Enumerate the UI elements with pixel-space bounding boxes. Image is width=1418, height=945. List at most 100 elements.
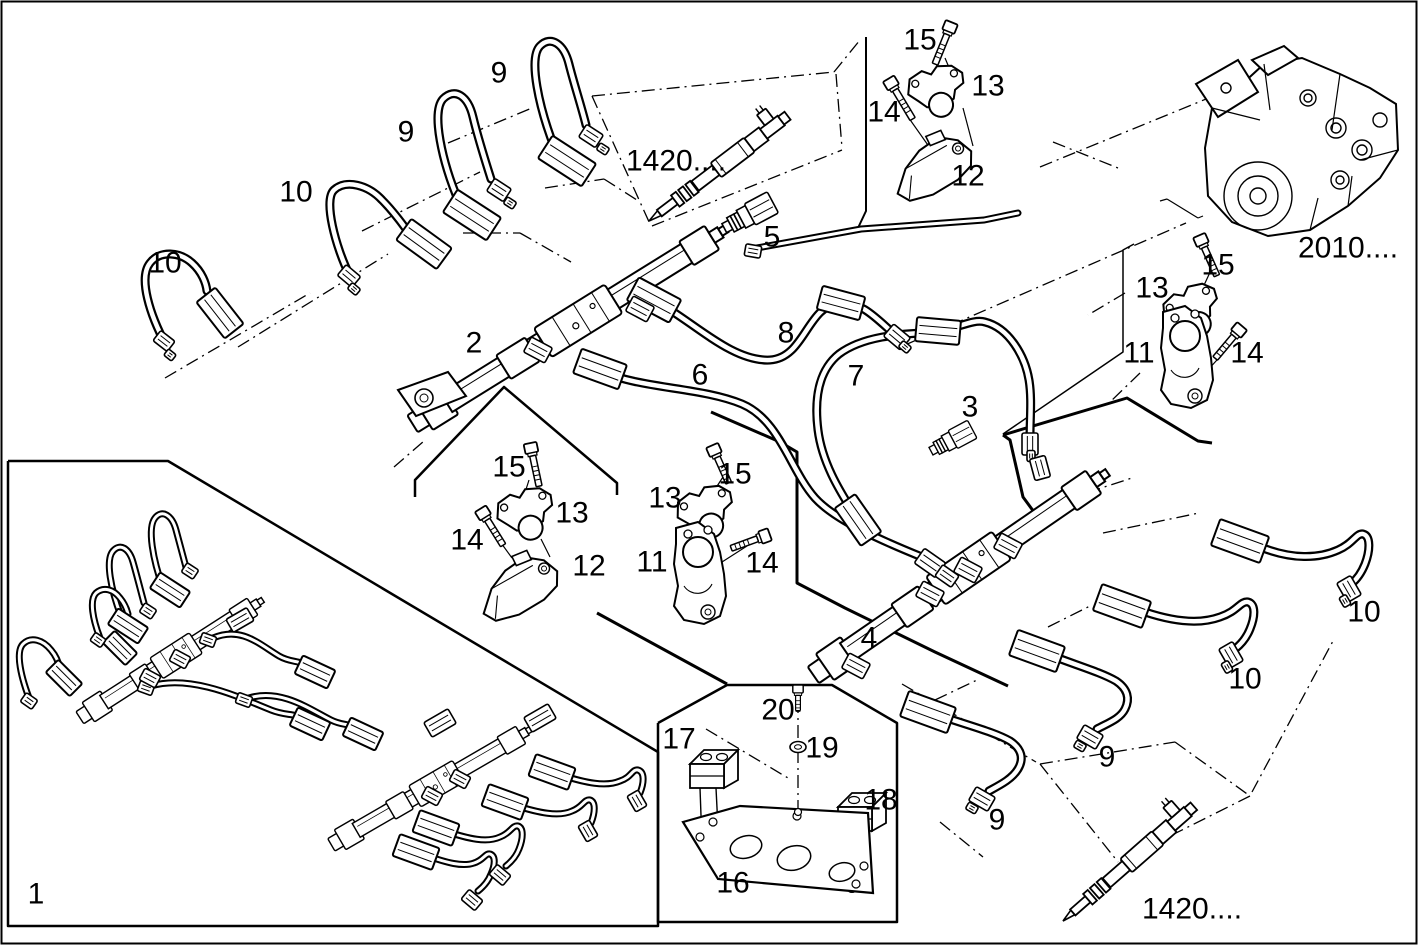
- part-callout[interactable]: 3: [962, 391, 979, 424]
- pipe-9-core: [1055, 655, 1130, 732]
- union-fitting: [816, 285, 866, 321]
- union-fitting: [596, 142, 610, 156]
- sensor-valve: [720, 191, 779, 234]
- section-boundary: [413, 385, 619, 497]
- part-callout[interactable]: 18: [864, 784, 897, 817]
- part-callout[interactable]: 15: [492, 451, 525, 484]
- union-fitting: [537, 135, 597, 187]
- part-callout[interactable]: 16: [716, 867, 749, 900]
- union-fitting: [965, 801, 979, 815]
- part-callout[interactable]: 14: [450, 524, 483, 557]
- kit-pipe-core: [443, 824, 524, 868]
- leader-line-dashdot: [939, 821, 984, 858]
- ref-callout[interactable]: 1420....: [1142, 893, 1242, 926]
- union-fitting: [488, 864, 512, 886]
- plate-bolt-hole: [695, 832, 705, 842]
- part-callout[interactable]: 5: [764, 221, 781, 254]
- leader-line-dashdot: [1039, 741, 1176, 765]
- part-callout[interactable]: 14: [745, 547, 778, 580]
- union-fitting: [1092, 583, 1152, 629]
- part-callout[interactable]: 9: [491, 57, 508, 90]
- leader-line-dashdot: [447, 107, 533, 144]
- part-callout[interactable]: 8: [778, 317, 795, 350]
- part-callout[interactable]: 12: [572, 550, 605, 583]
- union-fitting: [89, 632, 107, 648]
- part-callout[interactable]: 10: [279, 176, 312, 209]
- kit-pipe-core: [559, 768, 645, 795]
- part-callout[interactable]: 12: [951, 160, 984, 193]
- union-fitting: [934, 564, 960, 588]
- part-callout[interactable]: 10: [1347, 596, 1380, 629]
- part-callout[interactable]: 6: [692, 359, 709, 392]
- part-callout[interactable]: 13: [648, 482, 681, 515]
- union-fitting: [841, 652, 871, 680]
- part-callout[interactable]: 14: [867, 96, 900, 129]
- injector: [648, 105, 792, 222]
- union-fitting: [337, 264, 361, 288]
- union-fitting: [1076, 724, 1104, 750]
- leader-line-dashdot: [1039, 96, 1212, 168]
- part-callout[interactable]: 11: [1123, 337, 1154, 370]
- part-callout[interactable]: 15: [718, 458, 751, 491]
- kit-pipe-core: [107, 545, 146, 618]
- pipe-10-core: [1142, 599, 1257, 652]
- part-callout[interactable]: 10: [1228, 663, 1261, 696]
- union-fitting: [914, 316, 962, 346]
- union-fitting: [168, 648, 192, 670]
- union-fitting: [626, 789, 648, 813]
- leader-line-dashdot: [1039, 763, 1119, 863]
- union-fitting: [347, 282, 361, 296]
- part-callout[interactable]: 9: [989, 804, 1006, 837]
- part-callout[interactable]: 14: [1230, 337, 1263, 370]
- ref-callout[interactable]: 1420....: [626, 145, 726, 178]
- pipe-9-core: [435, 91, 494, 205]
- part-callout[interactable]: 10: [148, 247, 181, 280]
- union-fitting: [968, 786, 996, 812]
- part-callout[interactable]: 13: [1135, 272, 1168, 305]
- union-fitting: [102, 630, 138, 666]
- washer-hole: [794, 744, 802, 750]
- pipe-9-core: [947, 716, 1024, 794]
- leader-line: [721, 545, 748, 563]
- union-fitting: [139, 602, 157, 620]
- union-fitting: [395, 218, 453, 270]
- part-callout[interactable]: 13: [971, 70, 1004, 103]
- union-fitting: [578, 124, 604, 148]
- part-callout[interactable]: 19: [805, 732, 838, 765]
- part-callout[interactable]: 15: [903, 24, 936, 57]
- union-fitting: [577, 819, 599, 843]
- bolt: [792, 684, 804, 712]
- plate-bolt-hole: [851, 879, 861, 889]
- union-fitting: [1338, 594, 1352, 608]
- pipe-clamp: [907, 64, 965, 118]
- part-callout[interactable]: 2: [466, 327, 483, 360]
- leader-line-dashdot: [651, 149, 843, 227]
- part-callout[interactable]: 15: [1201, 249, 1234, 282]
- plate-hole: [828, 861, 856, 883]
- sensor-valve: [928, 420, 978, 456]
- part-callout[interactable]: 4: [861, 622, 878, 655]
- support-bracket-12: [896, 129, 973, 202]
- part-callout[interactable]: 20: [761, 694, 794, 727]
- supply-pipe-core: [755, 211, 1020, 250]
- part-callout[interactable]: 17: [662, 723, 695, 756]
- part-callout[interactable]: 13: [555, 497, 588, 530]
- union-fitting: [899, 690, 957, 734]
- union-fitting: [523, 336, 553, 364]
- union-fitting: [107, 607, 149, 645]
- part-callout[interactable]: 9: [398, 116, 415, 149]
- leader-line: [962, 107, 974, 147]
- union-fitting: [993, 532, 1023, 560]
- lug-bore-inner: [419, 393, 429, 403]
- leader-line-dashdot: [603, 178, 638, 201]
- plate-bolt-hole: [793, 807, 803, 817]
- pipe-9-core: [532, 39, 589, 152]
- part-callout[interactable]: 1: [28, 878, 45, 911]
- leader-line-dashdot: [1174, 741, 1251, 797]
- ref-callout[interactable]: 2010....: [1298, 232, 1398, 265]
- part-callout[interactable]: 7: [848, 360, 865, 393]
- part-callout[interactable]: 9: [1099, 741, 1116, 774]
- part-callout[interactable]: 11: [636, 546, 667, 579]
- support-bracket-11: [672, 520, 728, 626]
